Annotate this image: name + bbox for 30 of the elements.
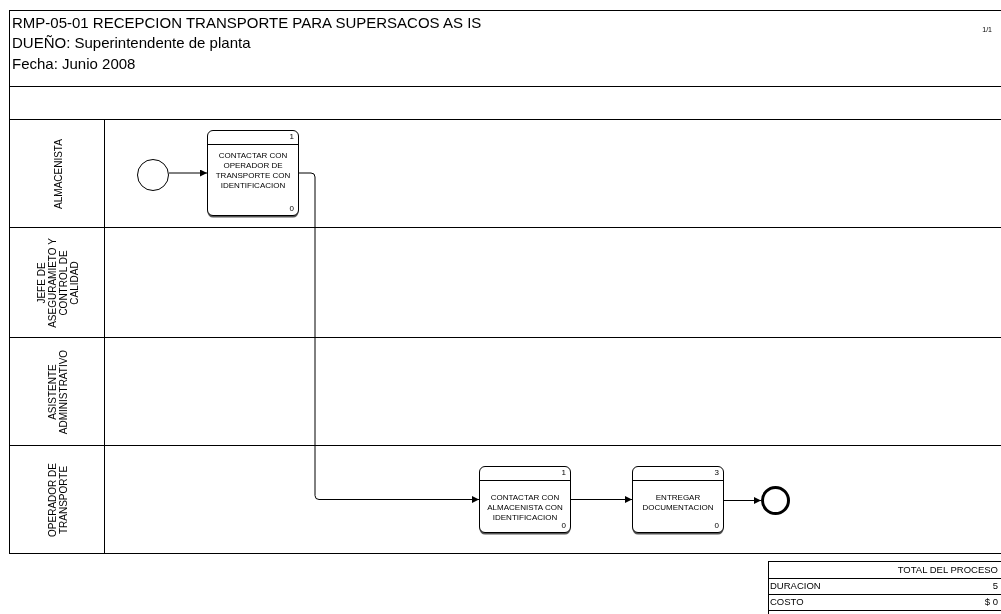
arrow [298, 172, 480, 503]
date-text: Fecha: Junio 2008 [12, 55, 136, 72]
task-text: CONTACTAR CON ALMACENISTA CON IDENTIFICACION [486, 493, 564, 523]
lane-label: ALMACENISTA [51, 138, 65, 211]
lane-label: ASISTENTE ADMINISTRATIVO [46, 348, 70, 437]
table-cell-text: $ 0 [983, 596, 998, 607]
task-number: 3 [714, 468, 719, 477]
start-event-circle [137, 159, 169, 191]
table-cell: COSTO [770, 596, 804, 607]
task-text: ENTREGAR DOCUMENTACION [641, 493, 715, 513]
task-box [632, 466, 724, 533]
task-number: 1 [561, 468, 566, 477]
arrow [168, 169, 208, 177]
table-cell-text: 5 [991, 580, 998, 591]
lane-label: OPERADOR DE TRANSPORTE [46, 462, 70, 539]
table-cell: DURACION [770, 580, 821, 591]
task-box [207, 130, 299, 216]
diagram-title: RMP-05-01 RECEPCION TRANSPORTE PARA SUPERSACOS AS IS [12, 14, 482, 31]
task-text: CONTACTAR CON OPERADOR DE TRANSPORTE CON IDENTIFICACION [214, 151, 292, 191]
lane-label: JEFE DE ASEGURAMIETO Y CONTROL DE CALIDAD [35, 237, 81, 330]
arrow [570, 496, 633, 503]
table-header: TOTAL DEL PROCESO [896, 564, 998, 575]
task-number: 1 [289, 132, 294, 141]
task-count: 0 [561, 521, 566, 530]
task-box [479, 466, 571, 533]
task-count: 0 [714, 521, 719, 530]
task-count: 0 [289, 204, 294, 213]
arrow [723, 497, 762, 504]
end-event-circle [761, 486, 790, 515]
owner-text: DUEÑO: Superintendente de planta [12, 34, 251, 51]
